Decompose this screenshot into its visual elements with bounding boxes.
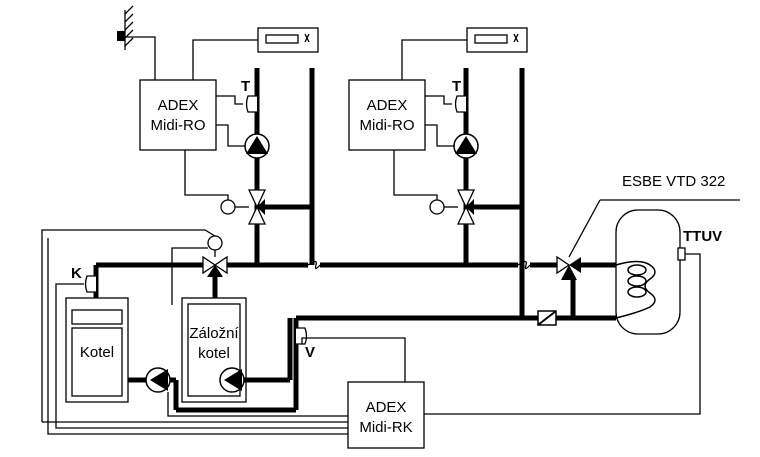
main-boiler: Kotel [65,297,129,403]
circuit1-valve-actuator-icon [220,199,236,215]
backup-boiler-pump-icon [219,367,245,393]
circuit1-sensor-wire [216,95,243,105]
room-unit-right-wire [401,39,467,80]
main-boiler-pump-icon [145,367,171,393]
controller-left-label-2: Midi-RO [151,117,206,134]
dhw-valve-label: ESBE VTD 322 [622,173,725,190]
circuit2-pump-icon [453,133,479,159]
backup-boiler-signal-wire [171,247,208,305]
controller-main-wire-2 [55,283,348,429]
circuit2-temp-sensor-label: T [452,78,461,95]
controller-main-pump-wire [167,392,348,417]
controller-right-label-1: ADEX [367,97,408,114]
circuit1-mixing-valve-icon [247,189,267,225]
backup-boiler-label-2: kotel [198,345,230,362]
circuit1-temp-sensor-label: T [241,78,250,95]
circuit1-pump-icon [244,133,270,159]
controller-main-wire-3 [47,238,348,435]
controller-main: ADEX Midi-RK [347,381,425,449]
circuit1-pump-wire [216,124,245,147]
outdoor-sensor-icon [117,5,134,50]
dhw-diverter-valve-icon [556,255,581,280]
return-sensor-label: V [305,344,315,361]
controller-main-v-wire [301,337,406,382]
controller-left-label-1: ADEX [158,97,199,114]
controller-right-label-2: Midi-RO [360,117,415,134]
circuit2-sensor-wire [425,95,452,105]
controller-main-label-2: Midi-RK [359,419,412,436]
return-sensor-icon [296,327,308,345]
controller-main-label-1: ADEX [366,399,407,416]
circuit1-valve-wire [184,150,229,200]
outdoor-sensor-wire [125,36,156,80]
circuit2-valve-actuator-icon [429,199,445,215]
circuit2-valve-wire [393,150,438,200]
backup-valve-actuator-icon [207,235,223,251]
room-unit-left-icon [257,27,319,53]
boiler-sensor-label: K [71,265,82,282]
circuit2-mixing-valve-icon [456,189,476,225]
controller-right: ADEX Midi-RO [348,79,426,151]
backup-valve-wire [41,229,216,422]
circuit1-temp-sensor-icon [245,95,257,113]
backup-mixing-valve-icon [202,255,228,277]
esbe-pointer-line [568,199,601,258]
dhw-tank [615,209,681,335]
controller-left: ADEX Midi-RO [139,79,217,151]
dhw-temp-sensor-label: TTUV [683,228,722,245]
check-valve-icon [537,310,557,326]
dhw-temp-sensor-icon [677,247,686,261]
circuit2-temp-sensor-icon [454,95,466,113]
backup-boiler-label-1: Záložní [189,325,239,342]
room-unit-right-icon [466,27,528,53]
circuit2-pump-wire [425,124,454,147]
controller-main-dhw-wire [424,253,701,415]
room-unit-left-wire [192,39,258,80]
dhw-coil-icon [627,264,647,298]
main-boiler-label: Kotel [80,344,114,361]
boiler-sensor-icon [84,275,96,293]
